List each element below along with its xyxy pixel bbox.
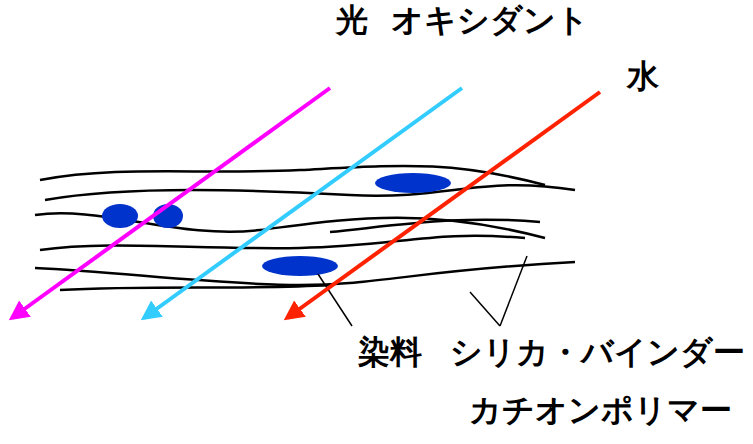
oxidant-label: オキシダント	[391, 4, 589, 36]
leader-lines	[318, 256, 527, 326]
water-label: 水	[627, 60, 659, 92]
water-arrow	[287, 92, 600, 318]
binder-label: シリカ・バインダー	[450, 336, 745, 368]
light-arrow	[12, 88, 330, 318]
oxidant-arrow	[144, 88, 462, 318]
light-label: 光	[336, 4, 368, 36]
fibers	[35, 166, 575, 290]
polymer-label: カチオンポリマー	[469, 394, 732, 426]
dye-label: 染料	[358, 336, 422, 368]
